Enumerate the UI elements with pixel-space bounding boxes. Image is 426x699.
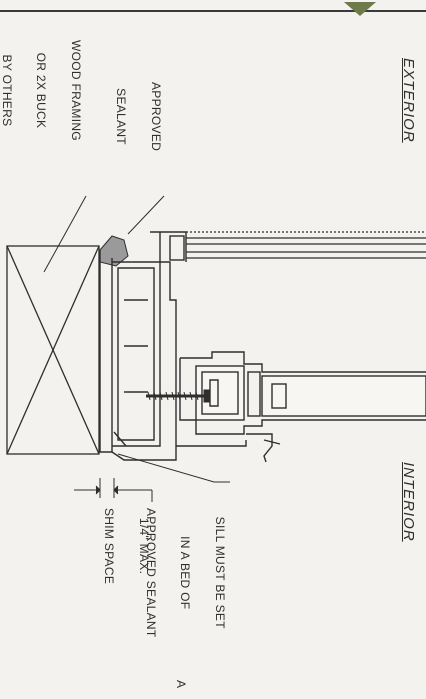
shim-dimension (74, 478, 153, 502)
interior-label: INTERIOR (400, 462, 417, 542)
section-marker (344, 2, 376, 16)
shim-space-label: 1/4" MAX. SHIM SPACE (92, 508, 173, 584)
wood-framing-block (6, 245, 100, 455)
installation-screw (146, 389, 211, 403)
wood-framing-line-2: OR 2X BUCK (34, 52, 49, 129)
sash-profile (179, 351, 426, 435)
shim-space-line-2: SHIM SPACE (102, 508, 117, 585)
corner-fragment-label: A (174, 680, 188, 689)
wood-framing-line-3: BY OTHERS (0, 54, 14, 127)
approved-sealant-label: APPROVED SEALANT (104, 82, 185, 151)
exterior-label: EXTERIOR (400, 58, 417, 143)
sill-note-line-1: SILL MUST BE SET (213, 516, 227, 629)
interior-stop (176, 433, 281, 463)
wood-framing-label: WOOD FRAMING OR 2X BUCK BY OTHERS (0, 40, 104, 141)
approved-sealant-line-2: SEALANT (114, 88, 129, 145)
frame-profile (99, 231, 187, 461)
shim-space-line-1: 1/4" MAX. (137, 517, 151, 575)
leader-lines (43, 195, 230, 483)
wood-framing-line-1: WOOD FRAMING (69, 40, 83, 141)
approved-sealant-line-1: APPROVED (149, 82, 163, 152)
sill-note-line-2: IN A BED OF (178, 536, 193, 610)
glass-panel (186, 231, 426, 259)
